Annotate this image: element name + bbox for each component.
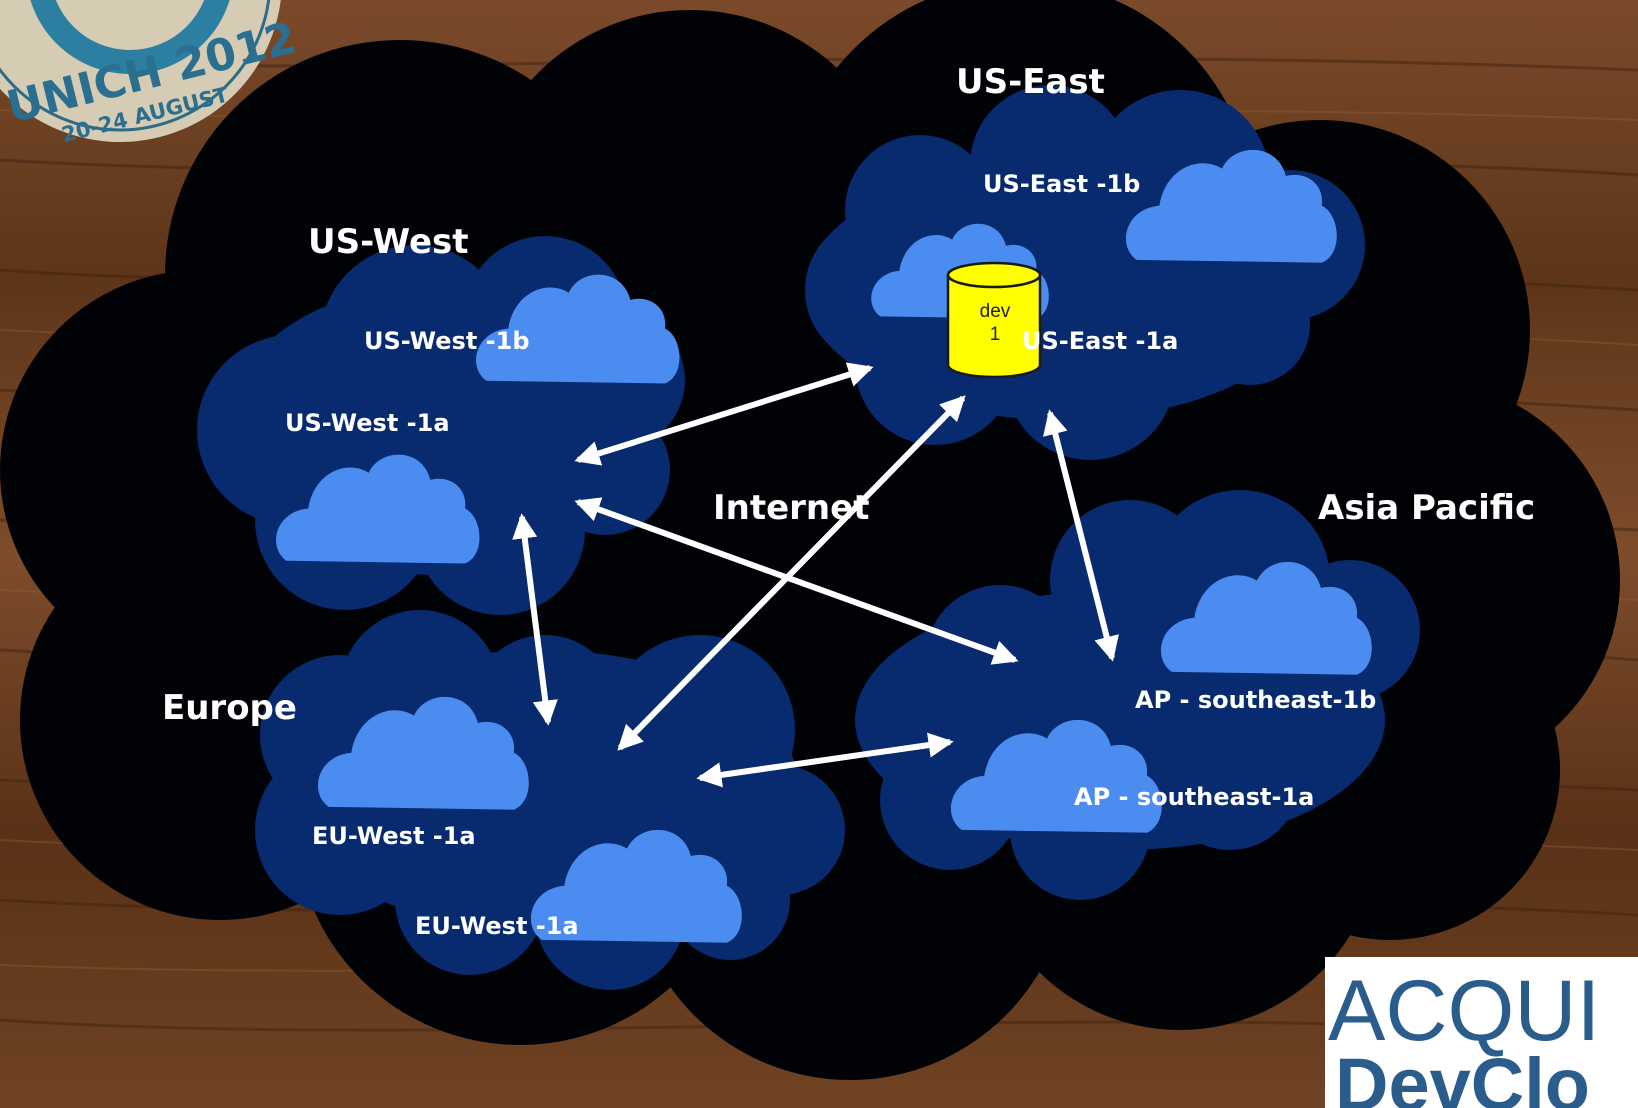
brand-product: DevClo <box>1335 1043 1590 1108</box>
database-cylinder[interactable] <box>946 261 1042 379</box>
database-name: dev <box>979 301 1011 322</box>
brand-logo: ACQUI DevClo <box>1325 957 1638 1108</box>
database-number: 1 <box>989 324 1001 345</box>
zone-label-eu-west-1a-lower: EU-West -1a <box>415 912 579 940</box>
internet-label: Internet <box>713 488 870 528</box>
region-label-us-east: US-East <box>956 62 1105 102</box>
arrow-europe-asia-pacific <box>696 732 954 788</box>
zone-label-us-east-1a: US-East -1a <box>1022 327 1179 355</box>
zone-label-eu-west-1a-upper: EU-West -1a <box>312 822 476 850</box>
arrow-us-west-europe <box>512 513 558 726</box>
zone-label-us-east-1b: US-East -1b <box>983 170 1141 198</box>
zone-label-ap-southeast-1b: AP - southeast-1b <box>1135 686 1377 714</box>
arrow-us-east-asia-pacific <box>1043 409 1119 662</box>
zone-label-us-west-1b: US-West -1b <box>364 327 530 355</box>
arrow-europe-us-east <box>617 395 966 751</box>
region-label-us-west: US-West <box>308 222 469 262</box>
connection-arrows <box>512 362 1119 788</box>
zone-label-us-west-1a: US-West -1a <box>285 409 450 437</box>
brand-name: ACQUI <box>1328 963 1600 1059</box>
zone-label-ap-southeast-1a: AP - southeast-1a <box>1074 783 1315 811</box>
region-label-asia-pacific: Asia Pacific <box>1318 488 1536 528</box>
internet-cloud <box>0 0 1620 1080</box>
conference-badge: UNICH 2012 20-24 AUGUST <box>0 0 301 147</box>
database-label: dev 1 <box>950 300 1040 346</box>
region-label-europe: Europe <box>162 688 297 728</box>
